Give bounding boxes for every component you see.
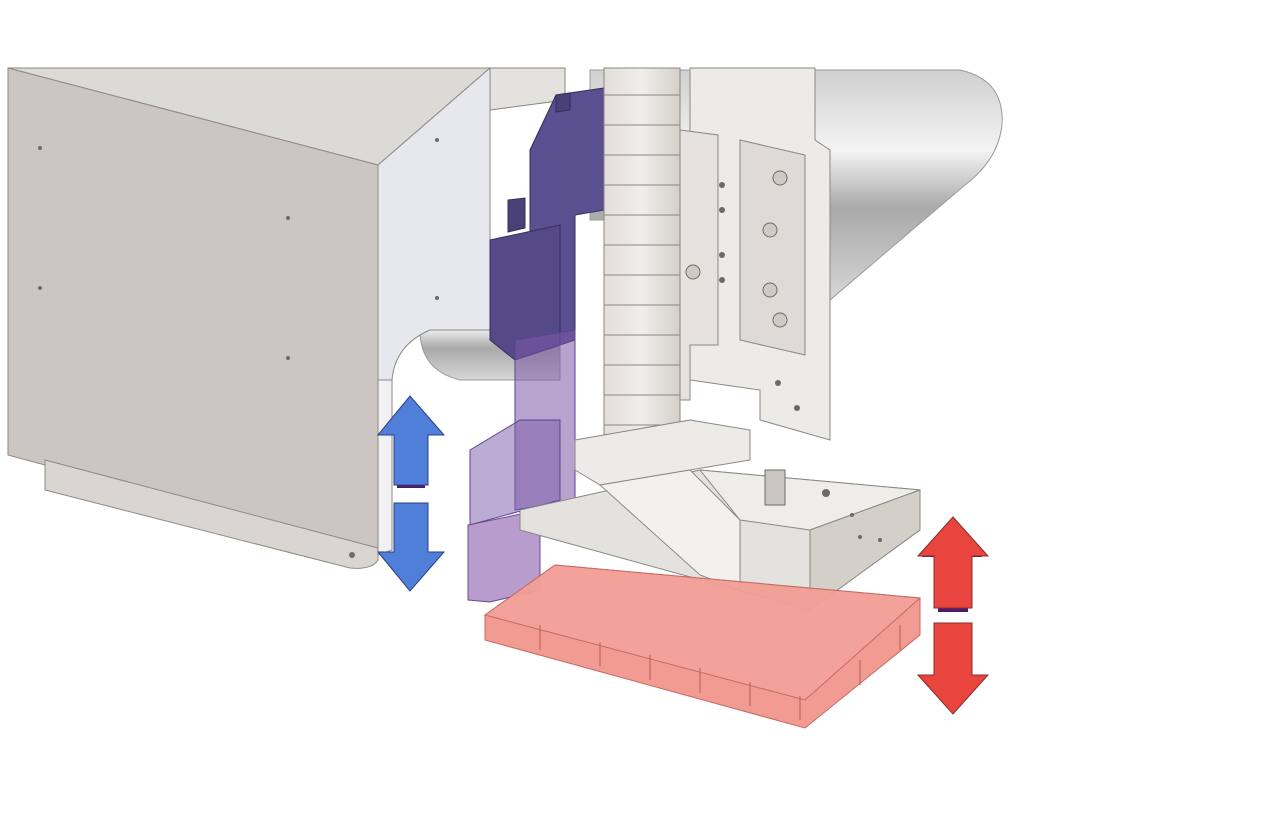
blue-motion-arrow	[376, 395, 446, 592]
housing-box	[7, 66, 492, 569]
frame-plate	[489, 67, 831, 441]
cable-chain	[603, 67, 719, 461]
carriage-plate	[519, 419, 921, 611]
red-motion-arrow	[916, 516, 990, 715]
red-tray	[483, 564, 922, 729]
purple-slide	[467, 87, 605, 603]
